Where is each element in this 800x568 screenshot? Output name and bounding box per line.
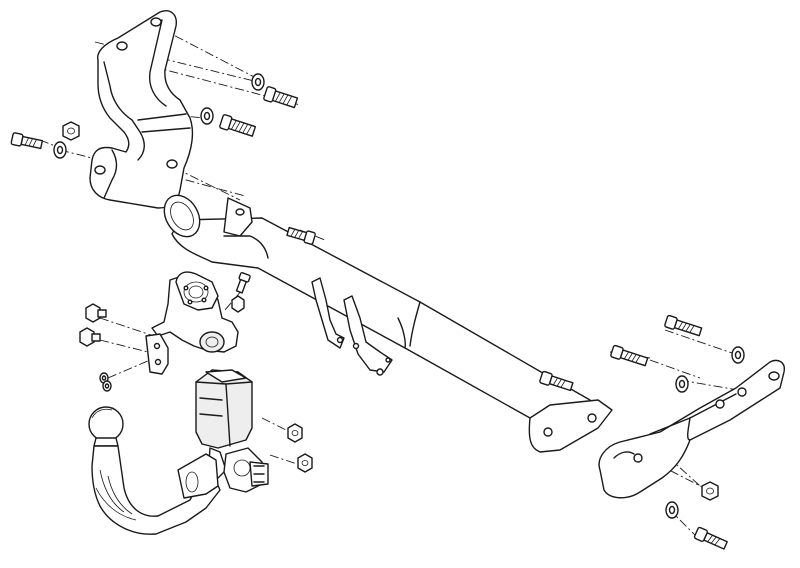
right-mounting-bracket [598, 359, 785, 499]
bolt [235, 272, 251, 294]
washers [53, 73, 745, 519]
washer [665, 501, 679, 519]
nut [297, 453, 313, 473]
nut [231, 295, 245, 313]
bolt [263, 86, 299, 109]
nut [79, 327, 101, 347]
left-mounting-bracket [89, 10, 194, 209]
washer [675, 375, 689, 393]
washer [731, 346, 745, 364]
nuts [62, 121, 719, 501]
bolt [610, 344, 649, 367]
bolt [219, 114, 257, 137]
nut [287, 423, 303, 443]
bolt [693, 526, 728, 550]
nut [701, 481, 719, 501]
socket-plate-bracket [145, 271, 239, 375]
bolt [10, 132, 44, 150]
bolt [286, 226, 316, 245]
washer [251, 73, 265, 91]
detachable-tow-ball [88, 406, 269, 535]
nut [85, 303, 107, 323]
washer [200, 107, 214, 125]
washer [102, 380, 112, 392]
nut [62, 121, 80, 141]
washer [53, 141, 67, 159]
bolt [664, 314, 703, 337]
bolts [10, 86, 728, 550]
bolt [539, 370, 574, 392]
